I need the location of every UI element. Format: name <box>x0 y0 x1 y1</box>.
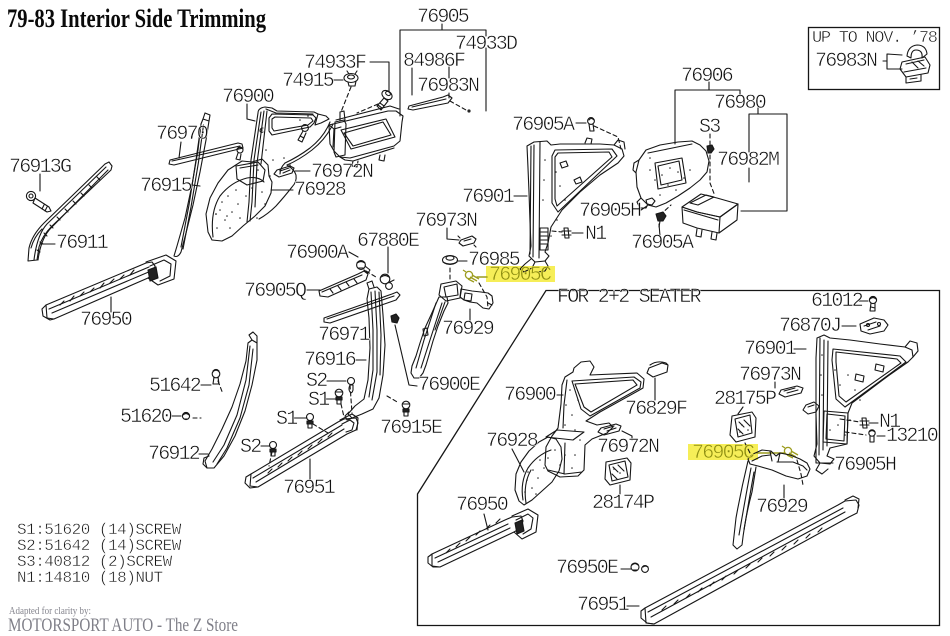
svg-text:UP TO NOV. ’78: UP TO NOV. ’78 <box>812 29 938 48</box>
svg-text:76900: 76900 <box>504 384 556 407</box>
svg-text:84986F: 84986F <box>403 50 465 73</box>
svg-text:76973N: 76973N <box>415 210 477 233</box>
svg-text:S3: S3 <box>699 116 720 139</box>
svg-text:76970: 76970 <box>156 123 208 146</box>
svg-text:S1:51620 (14)SCREW: S1:51620 (14)SCREW <box>17 521 182 539</box>
svg-text:S3:40812 (2)SCREW: S3:40812 (2)SCREW <box>17 553 173 571</box>
svg-text:76983N: 76983N <box>417 75 479 98</box>
svg-text:76905A: 76905A <box>512 114 575 137</box>
svg-text:76980: 76980 <box>714 92 766 115</box>
svg-text:76983N: 76983N <box>815 50 877 73</box>
svg-text:76973N: 76973N <box>739 364 801 387</box>
svg-text:51642: 51642 <box>149 375 201 398</box>
svg-text:51620: 51620 <box>120 406 172 429</box>
svg-text:76950: 76950 <box>80 309 132 332</box>
svg-text:76928: 76928 <box>486 430 538 453</box>
svg-text:76870J: 76870J <box>779 315 840 338</box>
svg-text:76928: 76928 <box>294 179 346 202</box>
svg-text:76901: 76901 <box>462 186 515 209</box>
svg-text:S2:51642 (14)SCREW: S2:51642 (14)SCREW <box>17 537 182 555</box>
svg-text:76829F: 76829F <box>625 398 687 421</box>
svg-text:S1: S1 <box>308 389 330 412</box>
svg-text:N1: N1 <box>879 411 901 434</box>
svg-text:S2: S2 <box>306 370 327 393</box>
svg-text:76912: 76912 <box>148 443 200 466</box>
svg-text:S2: S2 <box>240 436 261 459</box>
svg-text:76915E: 76915E <box>380 417 442 440</box>
svg-text:74933F: 74933F <box>304 52 366 75</box>
svg-text:76916: 76916 <box>304 349 356 372</box>
svg-text:N1: N1 <box>585 223 607 246</box>
svg-text:61012: 61012 <box>811 290 863 313</box>
svg-text:76913G: 76913G <box>9 156 71 179</box>
svg-text:74933D: 74933D <box>455 33 517 56</box>
svg-text:13210: 13210 <box>886 425 938 448</box>
svg-text:FOR 2+2 SEATER: FOR 2+2 SEATER <box>557 286 702 309</box>
svg-text:76929: 76929 <box>442 318 494 341</box>
svg-text:S1: S1 <box>276 408 298 431</box>
svg-text:76972N: 76972N <box>311 161 373 184</box>
svg-text:76929: 76929 <box>756 496 808 519</box>
svg-text:76915: 76915 <box>140 175 192 198</box>
svg-text:76900A: 76900A <box>286 242 349 265</box>
svg-text:76905C: 76905C <box>489 264 552 287</box>
svg-text:76901: 76901 <box>744 338 797 361</box>
svg-text:76951: 76951 <box>577 594 630 617</box>
svg-text:76985: 76985 <box>468 249 520 272</box>
svg-text:76900: 76900 <box>222 86 274 109</box>
svg-text:76950: 76950 <box>456 494 508 517</box>
svg-text:76905: 76905 <box>417 6 469 29</box>
svg-text:76905H: 76905H <box>834 454 896 477</box>
svg-text:76951: 76951 <box>283 477 336 500</box>
svg-text:76971: 76971 <box>318 324 371 347</box>
svg-text:N1:14810 (18)NUT: N1:14810 (18)NUT <box>17 569 163 587</box>
svg-text:76905H: 76905H <box>579 200 641 223</box>
svg-text:Adapted for clarity by:: Adapted for clarity by: <box>9 606 91 617</box>
svg-text:76950E: 76950E <box>556 557 618 580</box>
svg-text:76972N: 76972N <box>597 436 659 459</box>
svg-text:76911: 76911 <box>56 232 109 255</box>
svg-text:76900E: 76900E <box>418 374 480 397</box>
svg-text:MOTORSPORT AUTO - The Z Store: MOTORSPORT AUTO - The Z Store <box>8 615 238 636</box>
svg-text:28174P: 28174P <box>592 492 654 515</box>
svg-text:76905A: 76905A <box>631 232 694 255</box>
svg-text:67880E: 67880E <box>357 230 419 253</box>
svg-text:74915: 74915 <box>282 70 334 93</box>
svg-text:76905C: 76905C <box>692 442 755 465</box>
svg-text:76906: 76906 <box>681 65 733 88</box>
svg-text:76905Q: 76905Q <box>244 280 307 303</box>
svg-text:79-83 Interior Side Trimming: 79-83 Interior Side Trimming <box>7 4 266 33</box>
svg-text:28175P: 28175P <box>714 388 776 411</box>
svg-text:76982M: 76982M <box>717 149 779 172</box>
